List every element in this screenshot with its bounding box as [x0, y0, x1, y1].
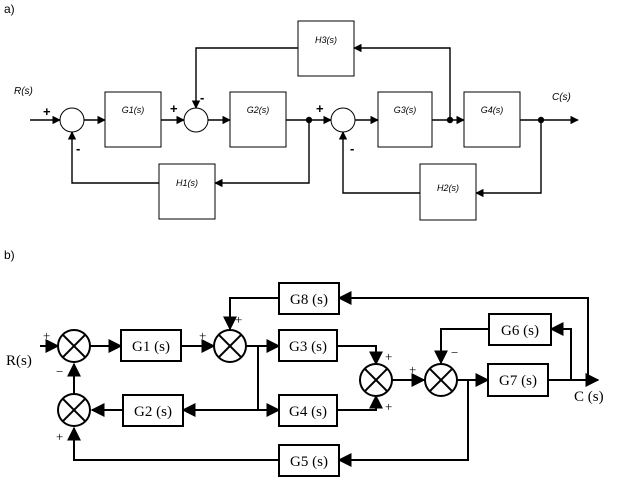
block-b-g2: [122, 394, 184, 427]
sign-s1-fb: -: [76, 141, 80, 156]
diagram-b: b): [4, 248, 604, 477]
sign-b-s3-bot: +: [385, 399, 392, 414]
branch-node: [446, 116, 454, 124]
sign-b-s4-in: +: [409, 362, 416, 377]
sign-s2-in: +: [170, 101, 178, 116]
block-b-g8: [278, 282, 340, 315]
line-to-g5: [337, 380, 469, 467]
block-b-g3: [278, 329, 338, 362]
block-b-g7: [487, 363, 549, 397]
output-signal-b: C (s): [574, 389, 604, 405]
label-b-g5: G5 (s): [290, 454, 328, 470]
summing-junction-b4: [424, 363, 458, 397]
label-b-g7: G7 (s): [499, 373, 537, 389]
summing-junction-1: [59, 107, 85, 133]
label-g1: G1(s): [122, 105, 145, 115]
line-to-g8: [337, 291, 589, 380]
block-g2: [229, 91, 287, 148]
block-g1: [104, 91, 162, 148]
block-g4: [463, 91, 521, 148]
output-signal-a: C(s): [552, 92, 571, 103]
label-g3: G3(s): [394, 105, 417, 115]
line-to-h3: [353, 43, 451, 120]
sign-b-s2-top: +: [235, 312, 242, 327]
branch-node: [305, 116, 313, 124]
block-b-g6: [488, 313, 552, 346]
label-h3: H3(s): [315, 35, 337, 45]
label-g4: G4(s): [481, 105, 504, 115]
block-h3: [297, 20, 355, 77]
block-b-g4: [278, 394, 338, 427]
line-to-h2: [475, 120, 542, 198]
part-label-b: b): [4, 248, 15, 262]
summing-junction-2: [183, 107, 209, 133]
line-g5-s5: [67, 426, 279, 461]
line-g8-s2: [223, 297, 279, 331]
sign-b-s1-in: +: [43, 328, 50, 343]
summing-junction-b3: [359, 363, 393, 397]
sign-b-s3-top: +: [385, 349, 392, 364]
block-b-g1: [120, 329, 182, 362]
label-h2: H2(s): [437, 183, 459, 193]
line-node-g4: [257, 346, 281, 417]
branch-node: [537, 116, 545, 124]
input-signal-b: R(s): [6, 353, 32, 369]
part-label-a: a): [4, 2, 15, 16]
sign-b-s1-fb: −: [56, 364, 63, 379]
sign-s3-in: +: [316, 101, 324, 116]
line-h3-s2: [191, 47, 298, 109]
block-h1: [158, 163, 216, 220]
line-to-h1: [214, 120, 310, 188]
label-h1: H1(s): [176, 178, 198, 188]
label-b-g1: G1 (s): [132, 339, 170, 355]
label-g2: G2(s): [247, 105, 270, 115]
input-signal-a: R(s): [14, 86, 33, 97]
sign-s2-fb: -: [200, 90, 204, 105]
line-g4-s3: [337, 394, 383, 411]
block-g3: [377, 91, 433, 148]
sign-b-s5-bot: +: [56, 429, 63, 444]
sign-b-s2-in: +: [199, 328, 206, 343]
line-h1-s1: [67, 131, 159, 184]
summing-junction-b2: [213, 329, 247, 363]
line-h2-s3: [338, 131, 420, 194]
label-b-g8: G8 (s): [290, 292, 328, 308]
block-h2: [419, 163, 477, 221]
line-g6-s4: [434, 328, 489, 365]
label-b-g2: G2 (s): [134, 404, 172, 420]
sign-b-s4-fb: −: [451, 345, 458, 360]
line-g3-s3: [337, 345, 383, 366]
label-b-g3: G3 (s): [289, 339, 327, 355]
label-b-g4: G4 (s): [289, 404, 327, 420]
summing-junction-3: [330, 107, 356, 133]
summing-junction-b1: [57, 329, 91, 363]
line-to-g6: [549, 322, 572, 380]
summing-junction-b5: [57, 393, 91, 427]
label-b-g6: G6 (s): [501, 323, 539, 339]
diagram-a: a) G1(s): [4, 2, 579, 221]
sign-s3-fb: -: [350, 141, 354, 156]
block-b-g5: [278, 444, 340, 477]
sign-s1-in: +: [43, 104, 51, 119]
